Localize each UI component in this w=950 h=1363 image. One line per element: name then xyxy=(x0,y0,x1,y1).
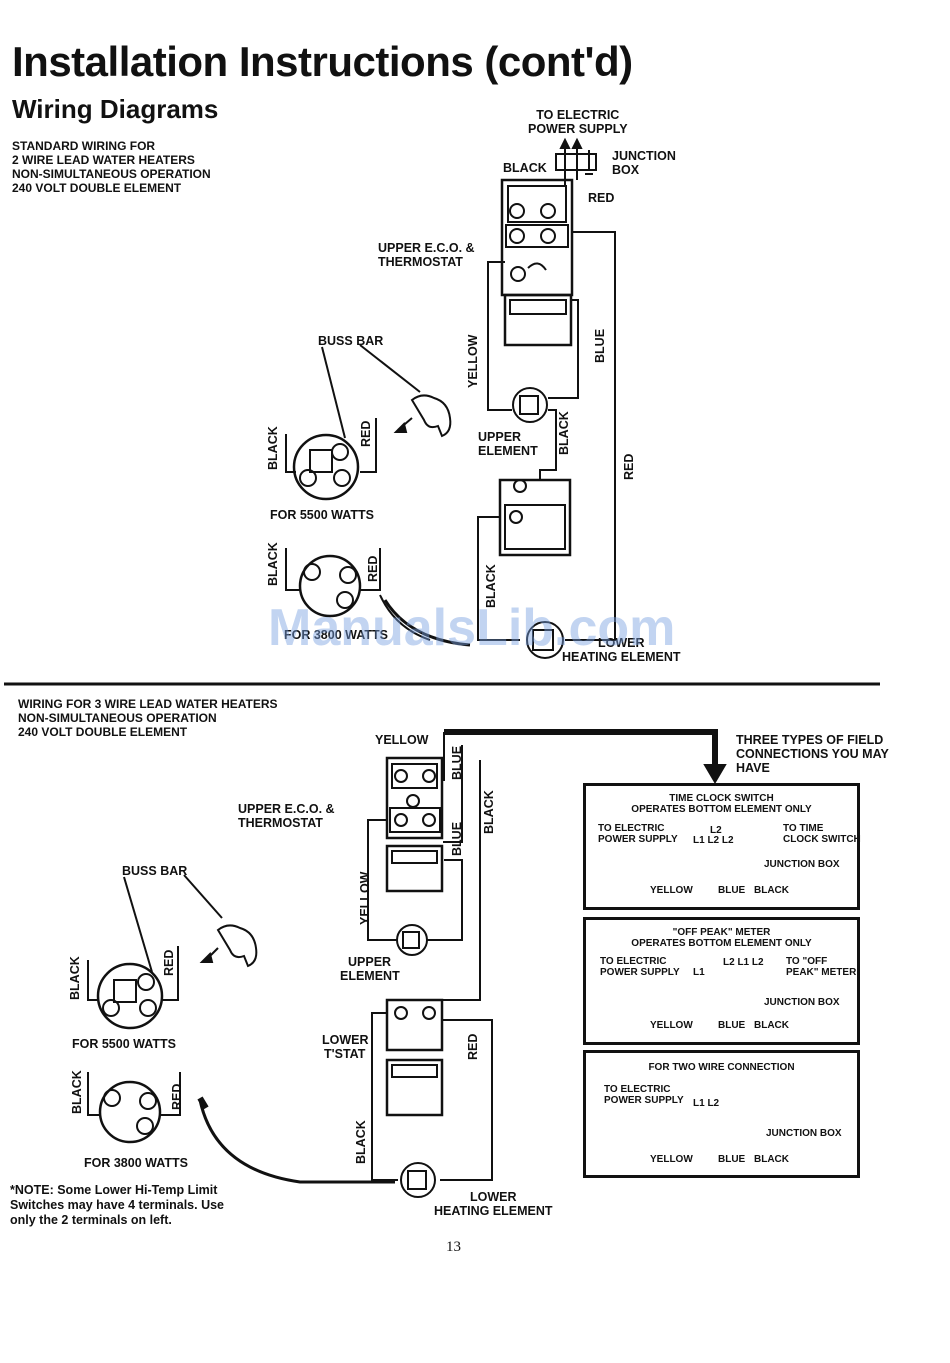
field-box-terminals: L1 L2 xyxy=(693,1098,720,1109)
element-3800-1 xyxy=(298,554,362,618)
field-box-blue: BLUE xyxy=(718,1020,746,1031)
black-vertical-label-2b: BLACK xyxy=(70,1070,84,1114)
black-label-2: BLACK xyxy=(482,790,496,834)
upper-thermostat-1 xyxy=(503,293,573,347)
black-vertical-label-1: BLACK xyxy=(557,411,571,455)
field-box-terminals: L1 L2 L2 xyxy=(693,835,734,846)
arrow-up-1 xyxy=(559,137,571,149)
section2-caption: WIRING FOR 3 WIRE LEAD WATER HEATERS NON… xyxy=(18,697,278,739)
upper-eco-label-1: UPPER E.C.O. &THERMOSTAT xyxy=(378,241,475,269)
field-box-title: FOR TWO WIRE CONNECTION xyxy=(648,1062,795,1073)
red-vertical-label-1c: RED xyxy=(366,555,380,582)
field-box-black: BLACK xyxy=(754,885,789,896)
lower-heating-element-1 xyxy=(526,621,564,659)
red-vertical-label-2a: RED xyxy=(162,949,176,976)
blue-wire-2 xyxy=(443,745,463,843)
red-wire-long xyxy=(565,231,616,641)
red-label-1: RED xyxy=(588,191,615,205)
red-vertical-label-2c: RED xyxy=(170,1083,184,1110)
buss-bar-label-2: BUSS BAR xyxy=(122,864,188,878)
field-box-junction: JUNCTION BOX xyxy=(764,997,840,1008)
black-vertical-label-2a: BLACK xyxy=(68,956,82,1000)
yellow-wire-2 xyxy=(367,819,398,941)
field-box-blue: BLUE xyxy=(718,1154,746,1165)
yellow-label-2: YELLOW xyxy=(375,733,429,747)
upper-thermostat-2 xyxy=(385,844,444,893)
buss-bar-label-1: BUSS BAR xyxy=(318,334,384,348)
black-label-1: BLACK xyxy=(503,161,547,175)
red-vertical-label-2b: RED xyxy=(466,1033,480,1060)
field-box-terminals: L1 xyxy=(693,967,705,978)
element-3800-2 xyxy=(98,1080,162,1144)
lower-thermostat-2 xyxy=(385,1058,444,1117)
element-5500-1 xyxy=(292,433,360,501)
black-vertical-label-1b: BLACK xyxy=(266,426,280,470)
junction-box-1 xyxy=(555,153,597,171)
black-vertical-label-2c: BLACK xyxy=(354,1120,368,1164)
blue-label-1: BLUE xyxy=(593,328,607,363)
blue-label-2b: BLUE xyxy=(450,821,464,856)
upper-element-1 xyxy=(512,387,548,423)
field-arrow xyxy=(444,729,718,770)
blue-wire xyxy=(548,299,579,399)
blue-label-2a: BLUE xyxy=(450,745,464,780)
for-5500-label-1: FOR 5500 WATTS xyxy=(270,508,374,522)
black-wire-lower xyxy=(477,516,520,641)
for-3800-label-1: FOR 3800 WATTS xyxy=(284,628,388,642)
field-box-yellow: YELLOW xyxy=(650,885,693,896)
arrow-up-2 xyxy=(571,137,583,149)
for-5500-label-2: FOR 5500 WATTS xyxy=(72,1037,176,1051)
black-wire-2 xyxy=(442,760,481,1001)
lower-heating-element-2 xyxy=(400,1162,436,1198)
buss-bar-1 xyxy=(410,394,452,438)
red-vertical-label-1: RED xyxy=(622,453,636,480)
field-box-junction: JUNCTION BOX xyxy=(766,1128,842,1139)
upper-eco-thermostat-2 xyxy=(385,756,444,840)
buss-bar-2 xyxy=(216,924,258,968)
field-box-l2-top: L2 L1 L2 xyxy=(723,957,764,968)
lower-tstat-2 xyxy=(385,998,444,1052)
field-box-black: BLACK xyxy=(754,1154,789,1165)
yellow-label-1: YELLOW xyxy=(466,334,480,388)
page-subtitle: Wiring Diagrams xyxy=(12,94,219,124)
field-box-yellow: YELLOW xyxy=(650,1020,693,1031)
upper-eco-label-2: UPPER E.C.O. &THERMOSTAT xyxy=(238,802,335,830)
watermark: ManualsLib.com xyxy=(268,599,676,657)
field-box-junction: JUNCTION BOX xyxy=(764,859,840,870)
red-wire-2 xyxy=(440,1019,493,1181)
for-3800-label-2: FOR 3800 WATTS xyxy=(84,1156,188,1170)
section1-caption: STANDARD WIRING FOR 2 WIRE LEAD WATER HE… xyxy=(12,139,211,195)
field-box-l2-top: L2 xyxy=(710,825,722,836)
field-box-black: BLACK xyxy=(754,1020,789,1031)
upper-element-2 xyxy=(396,924,428,956)
element-5500-2 xyxy=(96,962,164,1030)
field-box-blue: BLUE xyxy=(718,885,746,896)
yellow-vertical-label-2: YELLOW xyxy=(358,871,372,925)
red-vertical-label-1b: RED xyxy=(359,420,373,447)
yellow-wire xyxy=(487,261,512,411)
page-title: Installation Instructions (cont'd) xyxy=(12,38,633,85)
page-number: 13 xyxy=(446,1239,461,1255)
black-vertical-label-1c: BLACK xyxy=(266,542,280,586)
field-box-yellow: YELLOW xyxy=(650,1154,693,1165)
